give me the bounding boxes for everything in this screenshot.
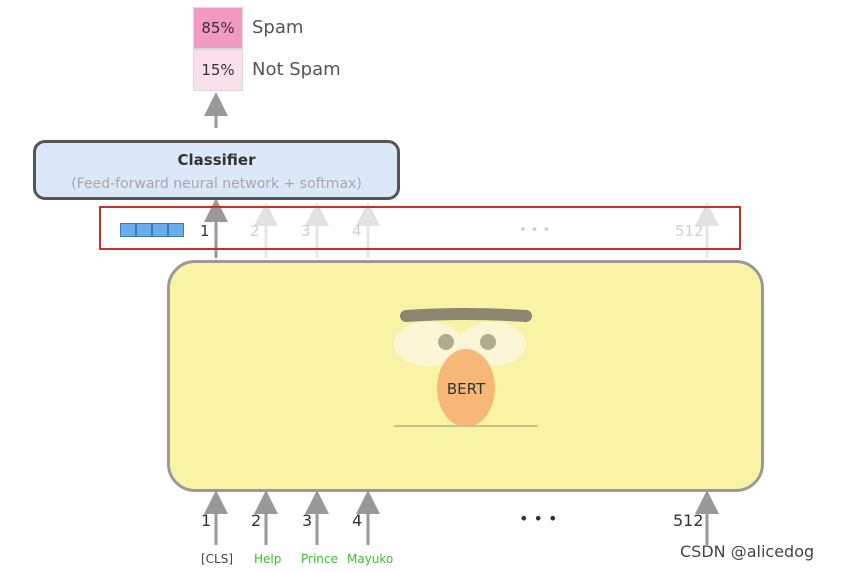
classifier-box: Classifier (Feed-forward neural network … [33, 140, 400, 200]
bert-label: BERT [446, 380, 486, 398]
vector-cell [136, 223, 152, 237]
spam-label: Spam [252, 17, 304, 38]
token-help: Help [254, 552, 282, 566]
token-cls: [CLS] [201, 552, 234, 566]
input-ellipsis: • • • [519, 509, 558, 528]
token-prince: Prince [301, 552, 338, 566]
output-position-3: 3 [301, 222, 311, 240]
bert-model-box [167, 260, 764, 492]
spam-probability-value: 85% [201, 19, 235, 37]
not-spam-probability-value: 15% [201, 61, 235, 79]
vector-cell [152, 223, 168, 237]
spam-probability-cell: 85% [193, 7, 243, 49]
input-position-4: 4 [352, 511, 363, 530]
output-highlight-box [99, 206, 741, 250]
token-mayuko: Mayuko [347, 552, 394, 566]
input-position-1: 1 [201, 511, 212, 530]
output-ellipsis: • • • [519, 223, 551, 238]
output-position-4: 4 [352, 222, 362, 240]
classifier-title: Classifier [177, 151, 256, 169]
output-position-512: 512 [675, 222, 704, 240]
vector-cell [120, 223, 136, 237]
cls-embedding-vector [120, 223, 184, 237]
classifier-subtitle: (Feed-forward neural network + softmax) [71, 176, 362, 192]
input-position-2: 2 [251, 511, 262, 530]
not-spam-label: Not Spam [252, 59, 341, 80]
not-spam-probability-cell: 15% [193, 49, 243, 91]
input-position-3: 3 [302, 511, 313, 530]
output-position-1: 1 [200, 222, 210, 240]
input-position-512: 512 [673, 511, 704, 530]
vector-cell [168, 223, 184, 237]
output-position-2: 2 [250, 222, 260, 240]
bert-face-illustration [394, 308, 538, 427]
watermark: CSDN @alicedog [680, 542, 815, 561]
